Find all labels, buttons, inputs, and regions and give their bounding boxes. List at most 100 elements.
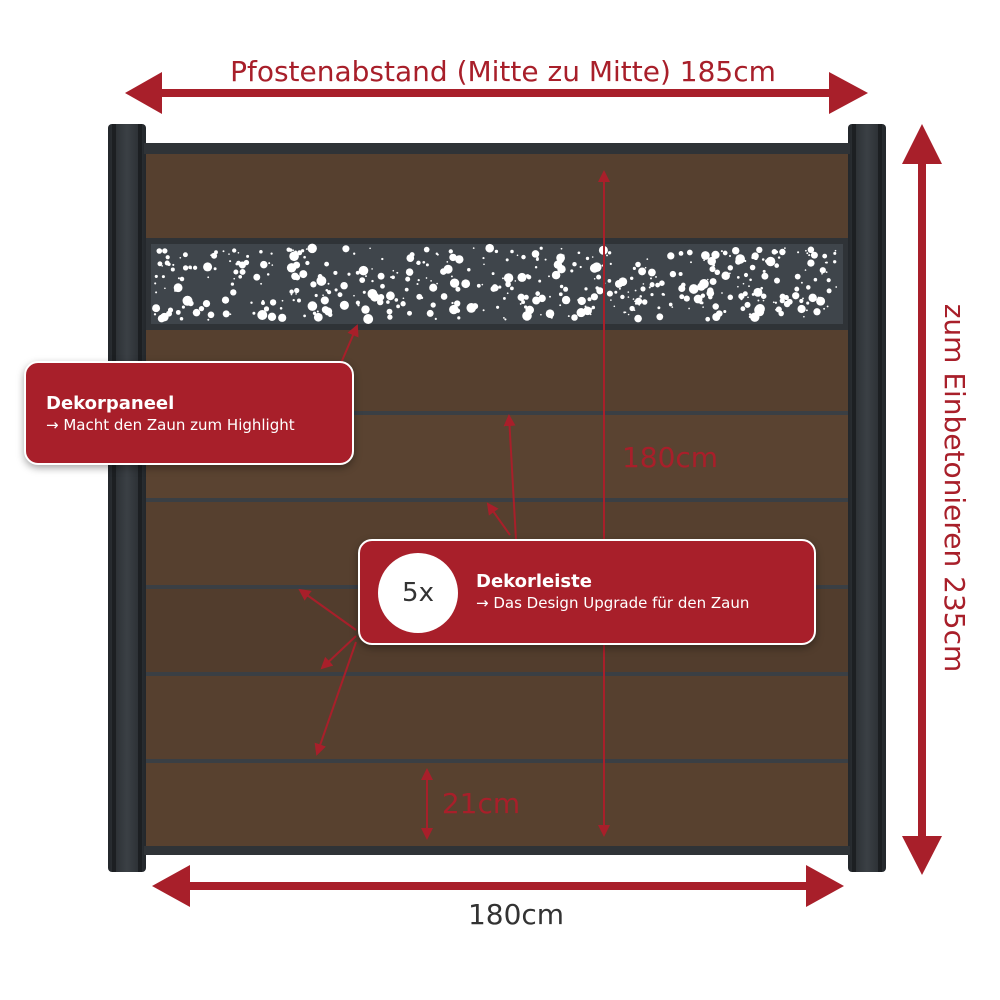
perforation-dot [585, 256, 590, 261]
quantity-badge: 5x [378, 553, 458, 633]
perforation-dot [821, 272, 823, 275]
perforation-dot [324, 261, 330, 267]
perforation-dot [826, 305, 829, 308]
perforation-dot [498, 285, 502, 289]
perforation-dot [712, 279, 715, 282]
perforation-dot [802, 297, 804, 300]
perforation-dot [590, 293, 598, 301]
board [146, 676, 848, 760]
perforation-dot [545, 309, 555, 318]
perforation-dot [392, 269, 395, 272]
perforation-dot [482, 257, 485, 260]
perforation-dot [358, 265, 369, 276]
perforation-dot [334, 288, 338, 292]
perforation-dot [765, 256, 776, 267]
perforation-dot [648, 268, 656, 277]
perforation-dot [305, 260, 310, 266]
perforation-dot [712, 303, 719, 310]
panel-width-label: 180cm [468, 898, 564, 931]
perforation-dot [300, 249, 305, 253]
perforation-dot [297, 250, 303, 256]
perforation-dot [172, 263, 175, 266]
post-length-label: zum Einbetonieren 235cm [938, 304, 971, 673]
perforation-dot [797, 251, 800, 254]
perforation-dot [503, 317, 505, 319]
perforation-dot [816, 296, 826, 306]
perforation-dot [253, 273, 261, 281]
perforation-dot [425, 263, 429, 267]
perforation-dot [772, 301, 775, 304]
perforation-dot [630, 276, 634, 280]
perforation-dot [416, 282, 419, 286]
perforation-dot [292, 298, 295, 302]
perforation-dot [806, 285, 811, 290]
dekorpaneel-title: Dekorpaneel [46, 393, 175, 414]
perforation-dot [353, 252, 356, 255]
perforation-dot [728, 254, 732, 258]
perforation-dot [577, 299, 579, 301]
perforation-dot [742, 282, 745, 285]
perforation-dot [779, 248, 786, 256]
perforation-dot [457, 316, 461, 320]
perforation-dot [650, 277, 652, 280]
perforation-dot [152, 304, 161, 313]
perforation-dot [519, 302, 522, 305]
perforation-dot [606, 254, 608, 257]
perforation-dot [506, 292, 509, 295]
perforation-dot [494, 249, 499, 254]
perforation-dot [182, 252, 188, 258]
perforation-dot [792, 292, 800, 300]
perforation-dot [707, 256, 716, 266]
perforation-dot [797, 304, 806, 314]
perforation-dot [771, 249, 778, 255]
perforation-dot [803, 315, 805, 318]
perforation-dot [521, 300, 526, 305]
perforation-dot [161, 275, 165, 279]
perforation-dot [668, 302, 673, 307]
perforation-dot [634, 314, 642, 323]
perforation-dot [823, 307, 826, 310]
perforation-dot [491, 272, 495, 276]
perforation-dot [746, 305, 748, 308]
perforation-dot [751, 255, 755, 260]
perforation-dot [154, 274, 158, 278]
perforation-dot [177, 277, 180, 280]
perforation-dot [799, 298, 804, 304]
perforation-dot [340, 281, 348, 290]
perforation-dot [750, 312, 760, 322]
perforation-dot [391, 275, 394, 278]
perforation-dot [779, 298, 785, 304]
perforation-dot [422, 260, 426, 264]
perforation-dot [472, 247, 475, 249]
perforation-dot [656, 313, 664, 321]
perforation-dot [774, 263, 780, 268]
perforation-dot [239, 268, 246, 275]
perforation-dot [678, 271, 683, 277]
perforation-dot [416, 260, 421, 265]
perforation-dot [328, 290, 331, 294]
perforation-dot [436, 282, 438, 285]
perforation-dot [826, 278, 831, 283]
perforation-dot [650, 293, 654, 297]
perforation-dot [257, 310, 268, 320]
perforation-dot [297, 298, 301, 303]
perforation-dot [406, 269, 410, 273]
decor-strip [146, 672, 848, 676]
perforation-dot [188, 265, 192, 270]
perforation-dot [620, 294, 625, 300]
perforation-dot [517, 293, 525, 301]
perforation-dot [740, 306, 746, 312]
perforation-dot [316, 310, 319, 313]
perforation-dot [353, 294, 355, 297]
perforation-dot [562, 254, 565, 257]
perforation-dot [693, 294, 703, 304]
perforation-dot [632, 298, 635, 300]
perforation-dot [737, 285, 739, 288]
perforation-dot [161, 265, 164, 267]
perforation-dot [361, 305, 370, 314]
perforation-dot [531, 250, 540, 258]
perforation-dot [584, 305, 587, 308]
perforation-dot [721, 271, 730, 281]
perforation-dot [416, 293, 423, 300]
perforation-dot [634, 297, 643, 305]
